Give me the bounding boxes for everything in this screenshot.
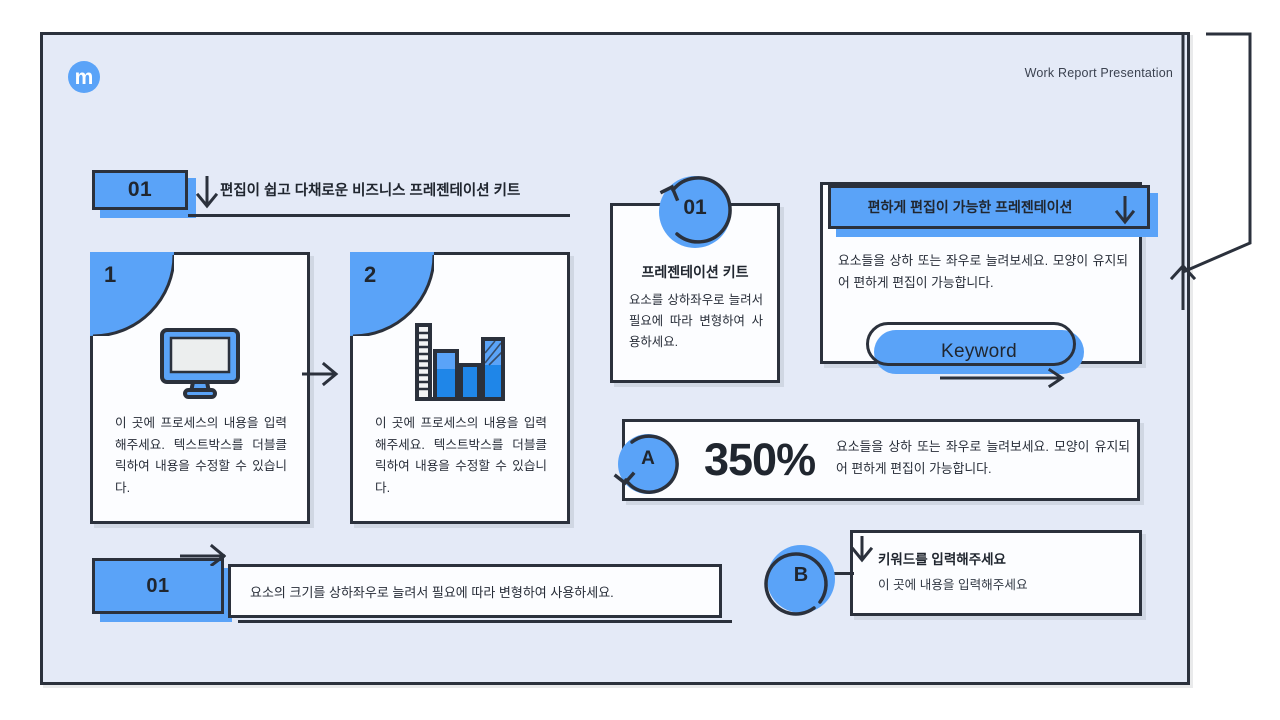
keyword-pill-outline bbox=[866, 322, 1076, 366]
section-heading-01: 01 편집이 쉽고 다채로운 비즈니스 프레젠테이션 키트 bbox=[92, 170, 570, 218]
presentation-title-label: Work Report Presentation bbox=[1024, 66, 1173, 80]
panel-body-text: 요소들을 상하 또는 좌우로 늘려보세요. 모양이 유지되어 편하게 편집이 가… bbox=[838, 253, 1128, 291]
circle-fill bbox=[767, 545, 835, 613]
bar-chart-icon bbox=[353, 317, 567, 409]
section-title: 편집이 쉽고 다채로운 비즈니스 프레젠테이션 키트 bbox=[220, 183, 521, 199]
keyword-badge-b: B bbox=[762, 540, 840, 618]
panel-header-title: 편하게 편집이 가능한 프레젠테이션 bbox=[867, 199, 1073, 215]
stat-badge-letter: A bbox=[641, 448, 655, 469]
process-card-1[interactable]: 1 이 곳에 프로세스의 내용을 입력해주세요. 텍스트박스를 더블클릭하여 내… bbox=[90, 252, 310, 524]
keyword-card[interactable] bbox=[850, 530, 1142, 616]
panel-header: 편하게 편집이 가능한 프레젠테이션 bbox=[828, 185, 1150, 229]
card-body-text: 이 곳에 프로세스의 내용을 입력해주세요. 텍스트박스를 더블클릭하여 내용을… bbox=[115, 416, 287, 495]
process-card-2[interactable]: 2 bbox=[350, 252, 570, 524]
stat-bar[interactable] bbox=[622, 419, 1140, 501]
bottom-bar-text: 요소의 크기를 상하좌우로 늘려서 필요에 따라 변형하여 사용하세요. bbox=[250, 585, 614, 600]
bottom-bar-01[interactable]: 01 요소의 크기를 상하좌우로 늘려서 필요에 따라 변형하여 사용하세요. bbox=[92, 543, 732, 623]
app-logo: m bbox=[68, 61, 100, 93]
down-arrow-icon bbox=[1111, 194, 1139, 226]
logo-letter: m bbox=[74, 65, 94, 89]
section-badge-box bbox=[92, 170, 188, 210]
connector-line bbox=[832, 572, 854, 575]
stat-value: 350% bbox=[704, 434, 816, 485]
circular-badge-01: 01 bbox=[655, 172, 735, 252]
bottom-bar-underline bbox=[238, 620, 732, 623]
card-corner-badge: 2 bbox=[350, 252, 434, 336]
bottom-badge-number: 01 bbox=[146, 574, 170, 597]
keyword-badge-letter: B bbox=[793, 564, 809, 586]
monitor-icon bbox=[93, 317, 307, 409]
presentation-kit-body: 요소를 상하좌우로 늘려서 필요에 따라 변형하여 사용하세요. bbox=[629, 293, 763, 349]
card-body-text: 이 곳에 프로세스의 내용을 입력해주세요. 텍스트박스를 더블클릭하여 내용을… bbox=[375, 416, 547, 495]
keyword-card-subtitle: 이 곳에 내용을 입력해주세요 bbox=[878, 578, 1028, 592]
section-underline bbox=[188, 214, 570, 217]
right-arrow-icon bbox=[178, 542, 238, 566]
bottom-bar-box bbox=[228, 564, 722, 618]
circle-number: 01 bbox=[683, 196, 707, 219]
keyword-card-title: 키워드를 입력해주세요 bbox=[878, 552, 1006, 567]
right-arrow-icon bbox=[940, 368, 1072, 388]
flow-arrow-icon bbox=[300, 360, 344, 388]
card-number: 1 bbox=[104, 262, 117, 287]
card-corner-badge: 1 bbox=[90, 252, 174, 336]
bottom-badge-box bbox=[92, 558, 224, 614]
stat-body-text: 요소들을 상하 또는 좌우로 늘려보세요. 모양이 유지되어 편하게 편집이 가… bbox=[836, 439, 1130, 476]
presentation-kit-title: 프레젠테이션 키트 bbox=[641, 264, 749, 280]
keyword-pill-button[interactable]: Keyword bbox=[940, 341, 1018, 362]
section-badge-number: 01 bbox=[127, 178, 153, 201]
down-arrow-icon bbox=[848, 534, 876, 566]
stat-badge-a: A bbox=[612, 428, 684, 500]
keyword-pill-fill bbox=[874, 330, 1084, 374]
card-number: 2 bbox=[364, 262, 377, 287]
down-arrow-icon bbox=[190, 172, 224, 212]
